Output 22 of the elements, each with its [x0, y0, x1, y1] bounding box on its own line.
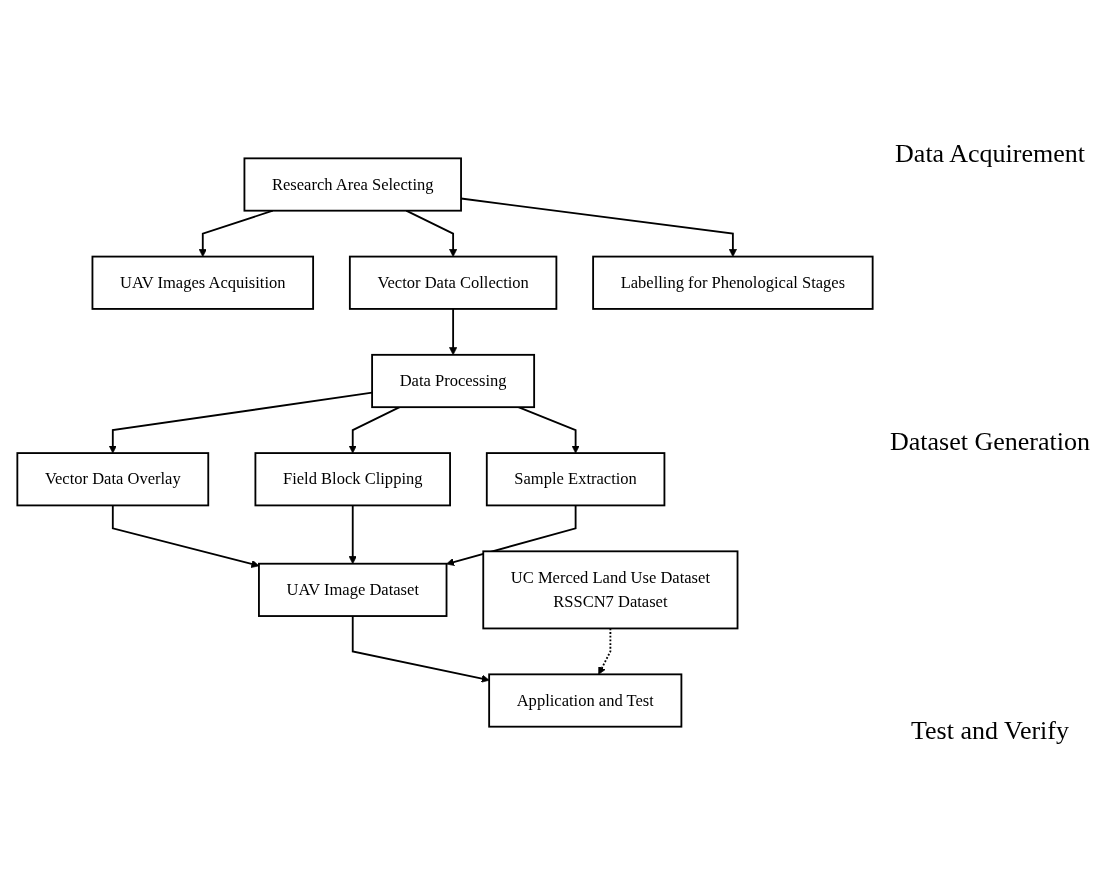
node-box: UAV Images Acquisition [91, 255, 315, 310]
arrow [517, 406, 580, 454]
node-box: Field Block Clipping [254, 452, 451, 507]
arrow [351, 615, 490, 683]
arrow [449, 308, 458, 356]
node-box: Labelling for Phenological Stages [592, 255, 874, 310]
node-box: UC Merced Land Use Dataset RSSCN7 Dataset [482, 550, 739, 630]
section-label: Dataset Generation [889, 427, 1091, 458]
arrow [405, 209, 458, 257]
section-label: Data Acquirement [894, 139, 1086, 170]
node-box: Research Area Selecting [243, 157, 462, 212]
arrow [348, 406, 401, 454]
node-box: Sample Extraction [485, 452, 666, 507]
section-label: Test and Verify [910, 715, 1070, 746]
arrow [348, 504, 357, 565]
node-box: Application and Test [488, 673, 683, 728]
node-box: Vector Data Collection [348, 255, 558, 310]
arrow [598, 627, 612, 675]
arrow [446, 504, 577, 566]
node-box: UAV Image Dataset [258, 562, 448, 617]
node-box: Vector Data Overlay [16, 452, 210, 507]
node-box: Data Processing [371, 353, 536, 409]
